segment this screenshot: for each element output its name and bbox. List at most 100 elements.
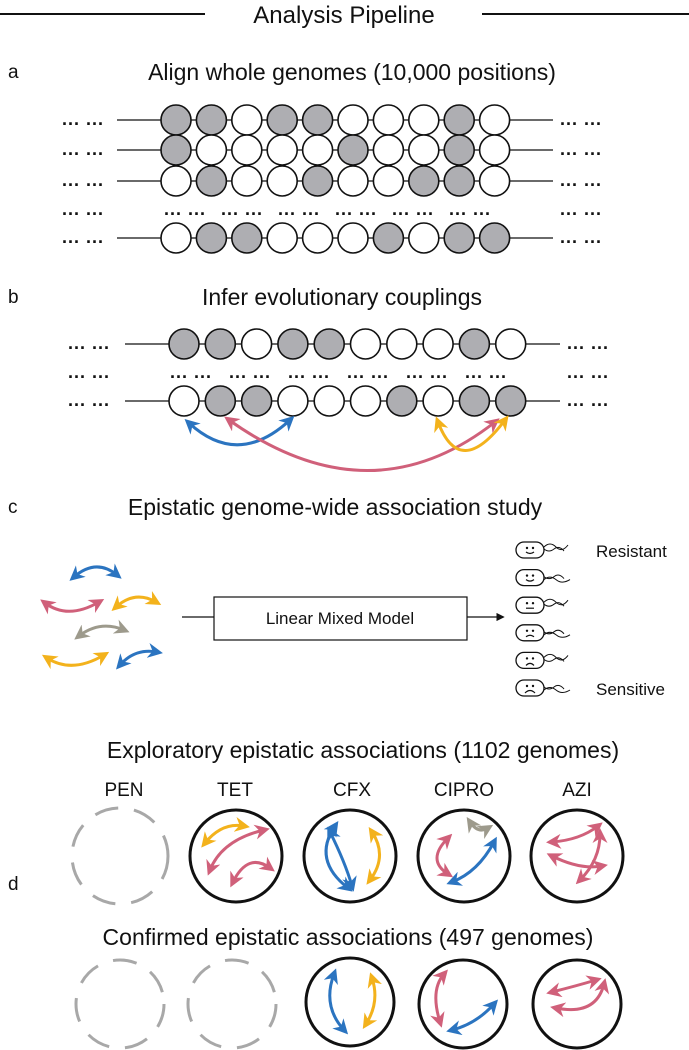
bacterium-eye bbox=[531, 602, 535, 605]
drug-label-cipro: CIPRO bbox=[434, 780, 494, 801]
ellipsis-middle: ... ... bbox=[392, 199, 434, 219]
genome-position bbox=[443, 104, 476, 136]
ellipsis-middle: ... ... bbox=[335, 199, 377, 219]
coupling-row-ellipsis: ... ...... ...... ...... ...... ...... .… bbox=[68, 362, 609, 382]
bacterium-eye bbox=[531, 629, 535, 632]
bacterium-eye bbox=[525, 684, 529, 688]
genome-position bbox=[478, 134, 511, 166]
genome-position bbox=[277, 385, 309, 417]
ellipsis-middle: ... ... bbox=[449, 199, 491, 219]
genome-position bbox=[195, 134, 228, 166]
bacterium-mouth bbox=[525, 551, 535, 555]
genome-position bbox=[407, 134, 440, 166]
genome-position bbox=[313, 385, 346, 417]
genome-position bbox=[301, 222, 334, 254]
genome-position bbox=[301, 134, 334, 166]
drug-label-azi: AZI bbox=[562, 780, 592, 801]
genome-position bbox=[231, 165, 263, 197]
genome-position bbox=[160, 165, 192, 197]
genome-position bbox=[385, 328, 418, 360]
circle-pen-exploratory bbox=[70, 806, 170, 906]
cluster-arrow-pink bbox=[40, 598, 105, 615]
bacterium-body bbox=[515, 679, 545, 697]
bacterium-flagellum bbox=[543, 684, 565, 690]
confirmed-title: Confirmed epistatic associations (497 ge… bbox=[103, 924, 594, 950]
panel-b-letter: b bbox=[8, 287, 19, 308]
bacterium-eye bbox=[525, 574, 529, 577]
alignment-row: ... ...... ... bbox=[62, 104, 601, 136]
genome-position bbox=[494, 328, 527, 360]
genome-position bbox=[422, 385, 454, 417]
ellipsis-right: ... ... bbox=[560, 199, 602, 219]
ellipsis-right: ... ... bbox=[567, 362, 609, 382]
genome-position bbox=[231, 104, 263, 136]
ellipsis-right: ... ... bbox=[567, 333, 609, 353]
circle-cipro-confirmed bbox=[417, 958, 509, 1050]
bacterium-flagellum bbox=[543, 657, 565, 662]
bacterium-eye bbox=[525, 657, 529, 660]
genome-position bbox=[407, 222, 440, 254]
panel-a-title: Align whole genomes (10,000 positions) bbox=[148, 59, 556, 85]
ellipsis-right: ... ... bbox=[560, 139, 602, 159]
bacterium-eye bbox=[531, 546, 535, 550]
coupling-row: ... ... ... ... bbox=[68, 385, 609, 417]
genome-position bbox=[160, 134, 192, 166]
bacterium-flagellum bbox=[543, 602, 565, 607]
panel-c-letter: c bbox=[8, 497, 18, 518]
ellipsis-middle: ... ... bbox=[465, 362, 507, 382]
genome-position bbox=[372, 134, 405, 166]
ellipsis-middle: ... ... bbox=[406, 362, 448, 382]
bacterium-flagellum bbox=[543, 574, 565, 580]
genome-position bbox=[337, 134, 369, 166]
page-title: Analysis Pipeline bbox=[253, 2, 434, 29]
bacterium-eye bbox=[531, 574, 535, 577]
genome-position bbox=[277, 328, 309, 360]
genome-position bbox=[372, 104, 405, 136]
cluster-arrow-grey bbox=[74, 619, 130, 640]
genome-position bbox=[266, 104, 299, 136]
genome-position bbox=[301, 165, 334, 197]
cluster-arrow-yellow-1 bbox=[111, 591, 162, 611]
circle-tet-exploratory bbox=[188, 808, 284, 904]
genome-position bbox=[160, 104, 192, 136]
circle-pen-confirmed bbox=[74, 958, 166, 1050]
genome-position bbox=[385, 385, 418, 417]
panel-a-letter: a bbox=[8, 62, 19, 83]
genome-position bbox=[204, 328, 237, 360]
bacterium-body bbox=[515, 596, 545, 614]
coupling-arrow-blue bbox=[184, 415, 295, 447]
bacterium-flagellum bbox=[543, 653, 569, 661]
genome-position bbox=[313, 328, 346, 360]
bacterium-flagellum bbox=[543, 687, 571, 693]
genome-position bbox=[372, 165, 405, 197]
genome-position bbox=[494, 385, 527, 417]
genome-position bbox=[231, 222, 263, 254]
cluster-arrow-yellow-2 bbox=[41, 651, 110, 670]
genome-position bbox=[160, 222, 192, 254]
bacterium-mouth bbox=[525, 579, 535, 582]
panel-b-couplings: ... ... ... ... ... ... ... ... ... ... ... .… bbox=[68, 328, 609, 417]
ellipsis-left: ... ... bbox=[68, 362, 110, 382]
bacterium-cell bbox=[515, 624, 571, 642]
circle-azi-exploratory bbox=[529, 808, 625, 904]
ellipsis-left: ... ... bbox=[68, 390, 110, 410]
coupling-arrow-yellow bbox=[434, 415, 509, 452]
bacterium-cell bbox=[515, 541, 569, 559]
genome-position bbox=[266, 165, 299, 197]
ellipsis-left: ... ... bbox=[62, 227, 104, 247]
genome-position bbox=[168, 385, 200, 417]
genome-position bbox=[195, 104, 228, 136]
genome-position bbox=[422, 328, 454, 360]
genome-position bbox=[301, 104, 334, 136]
alignment-row: ... ...... ... bbox=[62, 165, 601, 197]
circle-azi-confirmed bbox=[531, 958, 623, 1050]
circle-tet-confirmed bbox=[186, 958, 278, 1050]
bacterium-cell bbox=[515, 679, 571, 697]
genome-position bbox=[349, 328, 382, 360]
bacterium-body bbox=[515, 624, 545, 642]
ellipsis-right: ... ... bbox=[567, 390, 609, 410]
coupling-row: ... ...... ... bbox=[68, 328, 609, 360]
bacterium-eye bbox=[525, 546, 529, 550]
bacterium-mouth bbox=[524, 689, 536, 694]
